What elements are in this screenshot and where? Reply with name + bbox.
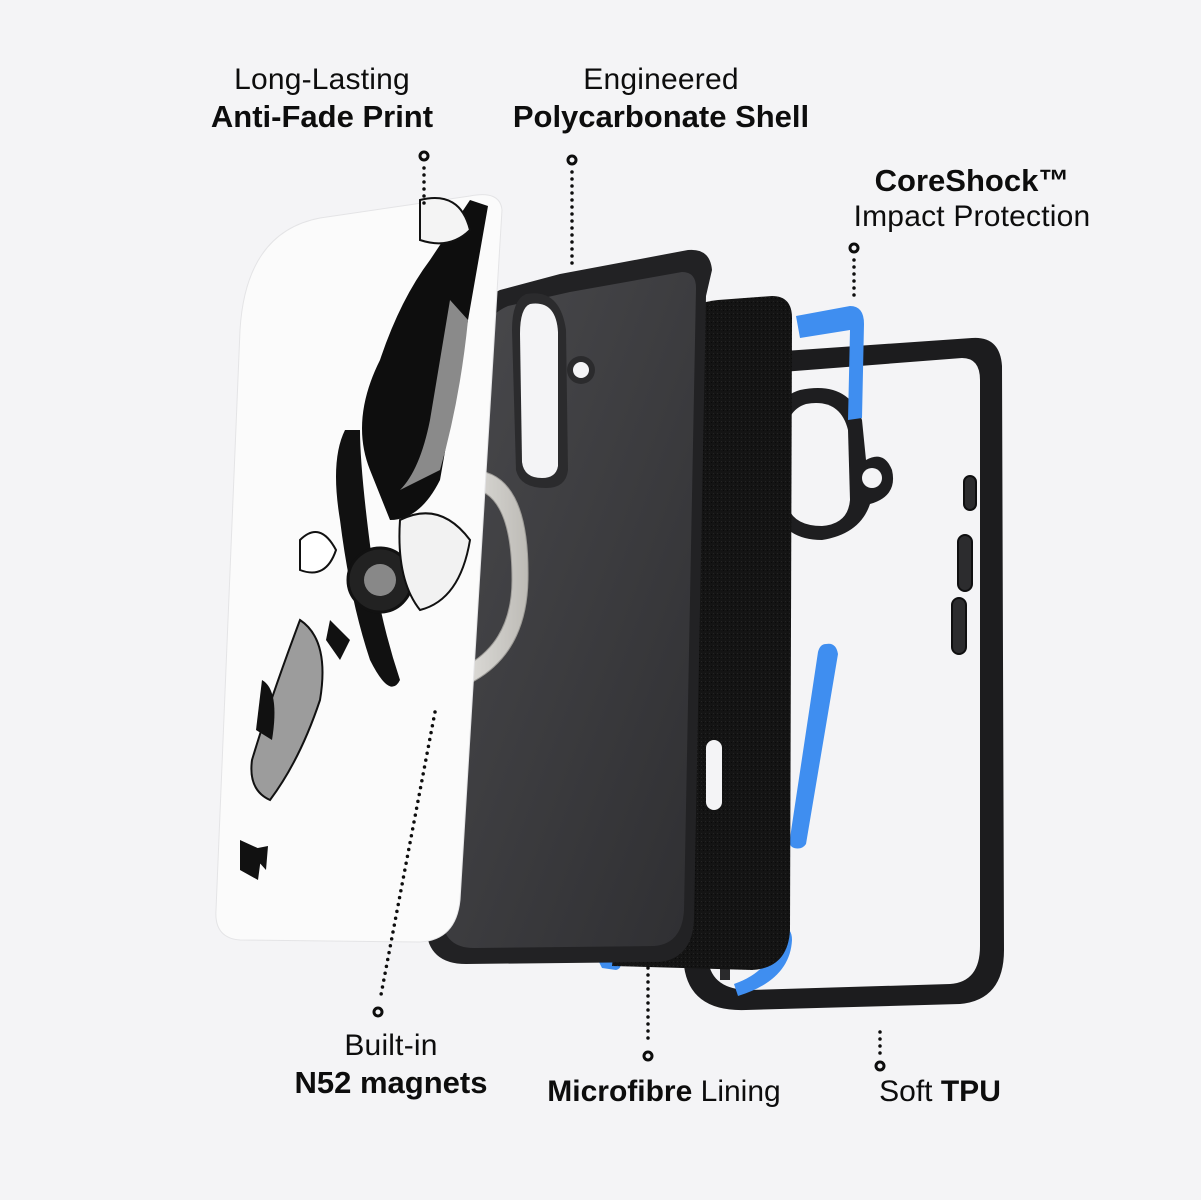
bumper-volume-up-button <box>957 534 973 592</box>
label-soft-tpu: Soft TPU <box>862 1074 1018 1110</box>
callout-marker-shell <box>566 154 578 166</box>
label-coreshock-line2: Impact Protection <box>853 200 1091 234</box>
polycarbonate-shell-layer <box>423 249 712 965</box>
label-shell-line2: Polycarbonate Shell <box>512 99 810 134</box>
label-anti-fade-line2: Anti-Fade Print <box>210 99 434 134</box>
artwork-figure <box>362 200 488 520</box>
label-anti-fade-print: Long-Lasting Anti-Fade Print <box>190 62 454 135</box>
label-coreshock-line1: CoreShock™ <box>874 163 1070 198</box>
label-magnets-line2: N52 magnets <box>294 1065 488 1100</box>
callout-leaders <box>372 150 886 1072</box>
anti-fade-print-layer <box>215 194 503 943</box>
label-magnets-line1: Built-in <box>344 1029 438 1062</box>
label-shell-line1: Engineered <box>583 63 739 96</box>
callout-marker-magnets <box>372 1006 384 1018</box>
bumper-action-button <box>963 475 977 511</box>
label-lining-bold: Microfibre <box>547 1075 693 1108</box>
label-n52-magnets: Built-in N52 magnets <box>276 1028 506 1101</box>
callout-marker-lining <box>642 1050 654 1062</box>
label-tpu-regular: Soft <box>879 1075 933 1108</box>
label-polycarbonate-shell: Engineered Polycarbonate Shell <box>494 62 828 135</box>
callout-marker-anti-fade <box>418 150 430 162</box>
label-microfibre-lining: Microfibre Lining <box>524 1074 804 1110</box>
coreshock-side-strip <box>789 643 838 849</box>
label-lining-regular: Lining <box>700 1075 781 1108</box>
bumper-volume-down-button <box>951 597 967 655</box>
bumper-camera-ring <box>770 388 894 540</box>
label-anti-fade-line1: Long-Lasting <box>234 63 410 96</box>
label-tpu-bold: TPU <box>940 1075 1001 1108</box>
callout-marker-tpu <box>874 1060 886 1072</box>
callout-marker-coreshock <box>848 242 860 254</box>
label-coreshock: CoreShock™ Impact Protection <box>830 162 1114 235</box>
shell-camera-cutout <box>512 293 595 488</box>
